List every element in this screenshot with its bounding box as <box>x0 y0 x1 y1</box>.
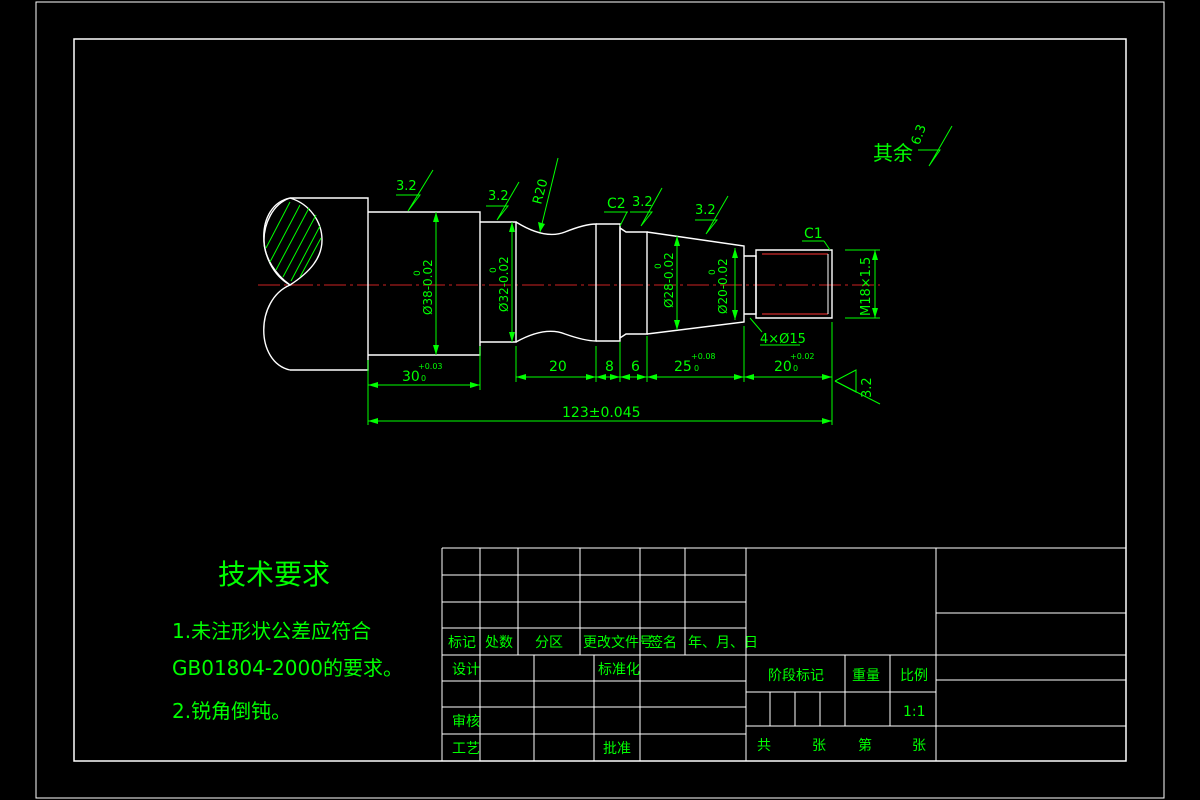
dim-thread: M18×1.5 <box>859 257 874 316</box>
dim-d28: Ø28-0.02 <box>662 252 676 308</box>
outer-sheet-border <box>35 1 1165 799</box>
tb-approve: 批准 <box>603 741 631 757</box>
leaders: R20 C2 C1 4×Ø15 <box>530 157 831 347</box>
dim-l20b-upper: +0.02 <box>790 352 815 361</box>
dim-total: 123±0.045 <box>562 405 641 421</box>
annotation-groove: 4×Ø15 <box>760 332 806 347</box>
length-dims <box>367 322 833 425</box>
tb-design: 设计 <box>452 662 480 678</box>
dim-d38: Ø38-0.02 <box>421 259 435 315</box>
dim-d20: Ø20-0.02 <box>716 258 730 314</box>
title-block <box>441 547 1126 761</box>
tb-weight: 重量 <box>852 668 880 684</box>
dim-l8: 8 <box>605 359 614 375</box>
tb-total: 共 <box>757 738 771 754</box>
annotation-c2: C2 <box>607 196 626 212</box>
dim-l6: 6 <box>631 359 640 375</box>
tb-mark: 标记 <box>448 635 476 651</box>
tb-sheet2: 张 <box>912 738 926 754</box>
shaft-outline <box>263 197 833 371</box>
tb-process: 工艺 <box>452 741 480 757</box>
roughness-4: 3.2 <box>695 203 716 218</box>
dim-l30: 30 <box>402 369 420 385</box>
roughness-2: 3.2 <box>488 189 509 204</box>
diameter-dims <box>433 212 880 355</box>
dim-l25-upper: +0.08 <box>691 352 716 361</box>
dim-d28-upper: 0 <box>654 263 664 269</box>
tb-change-doc: 更改文件号 <box>583 635 653 651</box>
tb-number: 第 <box>858 737 872 754</box>
tech-requirement-2: 2.锐角倒钝。 <box>172 699 291 723</box>
tech-requirement-1-cont: GB01804-2000的要求。 <box>172 656 403 680</box>
annotation-c1: C1 <box>804 226 823 242</box>
dim-l25-lower: 0 <box>694 364 699 373</box>
annotation-r20: R20 <box>530 177 551 206</box>
tb-scale: 比例 <box>900 668 928 684</box>
roughness-1: 3.2 <box>396 179 417 194</box>
tb-review: 审核 <box>452 714 480 730</box>
dim-l25: 25 <box>674 359 692 375</box>
tb-scale-value: 1:1 <box>903 704 926 720</box>
tb-count: 处数 <box>485 635 513 651</box>
dim-l20b: 20 <box>774 359 792 375</box>
roughness-symbols: 3.2 3.2 3.2 3.2 3.2 <box>396 169 881 405</box>
dim-l30-upper: +0.03 <box>418 362 443 371</box>
tb-sign: 签名 <box>649 634 677 651</box>
dim-l20: 20 <box>549 359 567 375</box>
tb-date: 年、月、日 <box>688 635 758 651</box>
roughness-5: 3.2 <box>860 377 875 398</box>
tb-zone: 分区 <box>535 635 563 651</box>
tb-sheet: 张 <box>812 738 826 754</box>
dim-d32: Ø32-0.02 <box>497 256 511 312</box>
tech-requirements-title: 技术要求 <box>218 558 330 591</box>
dim-l20b-lower: 0 <box>793 364 798 373</box>
roughness-other-label: 其余 <box>873 141 913 165</box>
tb-standardize: 标准化 <box>598 662 640 678</box>
dim-d38-upper: 0 <box>413 270 423 276</box>
dim-l30-lower: 0 <box>421 374 426 383</box>
tb-stage-mark: 阶段标记 <box>768 668 824 684</box>
tech-requirement-1: 1.未注形状公差应符合 <box>172 619 371 643</box>
drawing-frame <box>73 38 1127 762</box>
roughness-3: 3.2 <box>632 195 653 210</box>
dim-d20-upper: 0 <box>708 269 718 275</box>
roughness-other-value: 6.3 <box>909 123 930 148</box>
dim-d32-upper: 0 <box>489 267 499 273</box>
roughness-other-symbol: 其余 6.3 <box>873 123 953 167</box>
